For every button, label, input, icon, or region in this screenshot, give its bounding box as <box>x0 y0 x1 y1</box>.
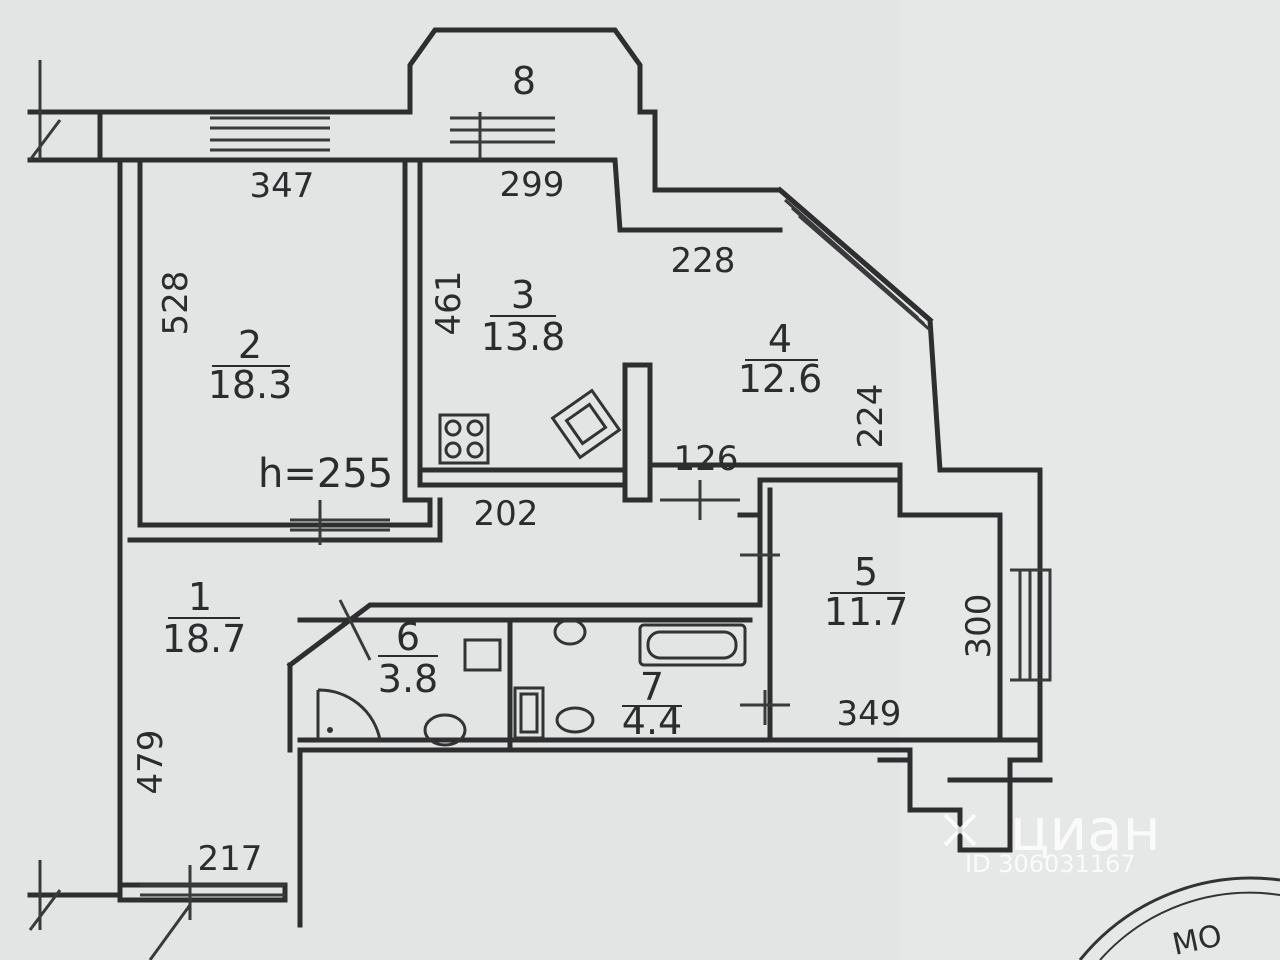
cian-logo-icon <box>943 813 977 847</box>
inner-walls <box>97 157 1053 783</box>
dim-room1-width: 217 <box>198 839 263 879</box>
kitchen-sink-icon <box>550 388 622 460</box>
room-label-3: 3 13.8 <box>481 273 566 359</box>
room-2-area: 18.3 <box>208 363 293 407</box>
room-3-number: 3 <box>511 273 535 317</box>
toilet-icon <box>423 618 595 747</box>
dim-room2-width: 347 <box>250 166 315 206</box>
room-4-area: 12.6 <box>738 357 823 401</box>
kitchen-stove-icon <box>438 413 490 465</box>
dim-room4-width: 228 <box>671 241 736 281</box>
dim-room5-length: 300 <box>959 594 999 659</box>
dim-corridor-width: 202 <box>474 494 539 534</box>
room-7-number: 7 <box>640 665 664 709</box>
door-swing <box>338 599 372 661</box>
room-8-number: 8 <box>512 59 536 103</box>
watermark-brand: циан <box>1010 796 1161 864</box>
room-5-area: 11.7 <box>824 590 909 634</box>
room-6-area: 3.8 <box>378 657 438 701</box>
dim-room3-length: 461 <box>429 271 469 336</box>
room-2-number: 2 <box>238 323 262 367</box>
room-6-number: 6 <box>396 615 420 659</box>
room-4-number: 4 <box>768 317 792 361</box>
room-label-7: 7 4.4 <box>622 665 682 743</box>
cian-watermark: циан ID 306031167 <box>943 796 1161 878</box>
dim-passage-width: 126 <box>674 439 739 479</box>
dim-room1-length: 479 <box>131 730 171 795</box>
ceiling-height-label: h=255 <box>258 451 393 497</box>
room-label-1: 1 18.7 <box>162 575 247 661</box>
room-label-6: 6 3.8 <box>378 615 438 701</box>
room-1-number: 1 <box>188 575 212 619</box>
windows <box>140 112 1052 960</box>
shower-icon <box>316 688 382 742</box>
room-label-4: 4 12.6 <box>738 317 823 401</box>
room-7-area: 4.4 <box>622 699 682 743</box>
washbasin-icon <box>513 686 545 740</box>
room-label-5: 5 11.7 <box>824 550 909 634</box>
room-3-area: 13.8 <box>481 315 566 359</box>
dim-room5-width: 349 <box>837 694 902 734</box>
watermark-id: ID 306031167 <box>965 850 1136 878</box>
dim-room4-side: 224 <box>851 384 891 449</box>
dim-room2-length: 528 <box>156 271 196 336</box>
room-1-area: 18.7 <box>162 617 247 661</box>
dim-room3-width: 299 <box>500 165 565 205</box>
bathtub-icon <box>638 623 747 667</box>
room-5-number: 5 <box>854 550 878 594</box>
room-label-2: 2 18.3 <box>208 323 293 407</box>
